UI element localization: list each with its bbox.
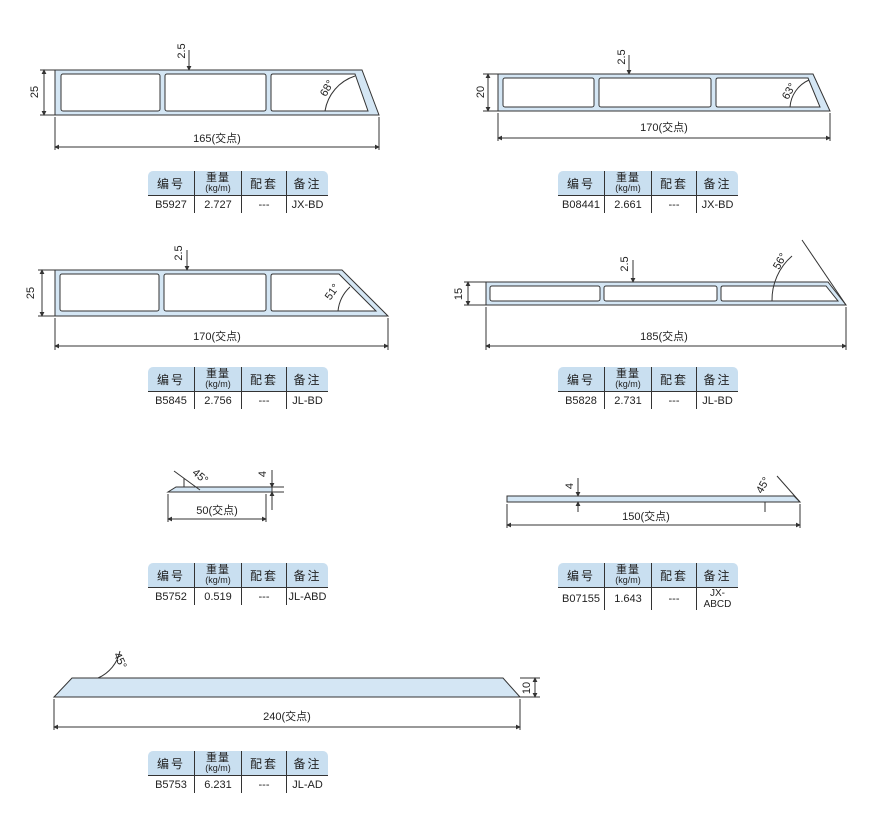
- p2-height-label: 20: [475, 86, 487, 98]
- spec-remark: JL-BD: [696, 391, 738, 409]
- header-code: 编号: [148, 367, 195, 392]
- spec-remark: JX-ABCD: [696, 587, 738, 610]
- header-weight: 重量(kg/m): [604, 171, 652, 196]
- spec-fitting: ---: [651, 391, 697, 409]
- spec-weight: 6.231: [194, 775, 242, 793]
- header-fitting: 配套: [241, 171, 287, 196]
- p7-angle-label: 45°: [111, 651, 129, 671]
- p6-angle-label: 45°: [754, 475, 773, 495]
- p1-wall-label: 2.5: [176, 43, 188, 58]
- header-remark: 备注: [286, 751, 328, 776]
- spec-table-b5753: 编号 重量(kg/m) 配套 备注 B5753 6.231 --- JL-AD: [147, 750, 329, 794]
- header-remark: 备注: [286, 563, 328, 588]
- spec-weight: 2.756: [194, 391, 242, 409]
- spec-remark: JX-BD: [286, 195, 328, 213]
- header-weight: 重量(kg/m): [194, 751, 242, 776]
- spec-remark: JL-ABD: [286, 587, 328, 605]
- header-fitting: 配套: [241, 563, 287, 588]
- header-code: 编号: [148, 563, 195, 588]
- spec-code: B5845: [148, 391, 195, 409]
- header-code: 编号: [148, 171, 195, 196]
- header-weight: 重量(kg/m): [604, 563, 652, 588]
- spec-weight: 2.731: [604, 391, 652, 409]
- spec-code: B07155: [558, 587, 605, 610]
- header-code: 编号: [558, 171, 605, 196]
- header-fitting: 配套: [241, 367, 287, 392]
- spec-remark: JL-AD: [286, 775, 328, 793]
- profile-b5752: [166, 470, 284, 522]
- spec-table-b07155: 编号 重量(kg/m) 配套 备注 B07155 1.643 --- JX-AB…: [557, 562, 739, 611]
- p3-width-label: 170(交点): [193, 329, 241, 343]
- p7-width-label: 240(交点): [263, 709, 311, 723]
- p2-width-label: 170(交点): [640, 120, 688, 134]
- header-remark: 备注: [286, 367, 328, 392]
- header-remark: 备注: [696, 171, 738, 196]
- p6-width-label: 150(交点): [622, 509, 670, 523]
- header-weight: 重量(kg/m): [194, 563, 242, 588]
- spec-fitting: ---: [651, 587, 697, 610]
- spec-table-b5752: 编号 重量(kg/m) 配套 备注 B5752 0.519 --- JL-ABD: [147, 562, 329, 606]
- header-fitting: 配套: [651, 171, 697, 196]
- profile-b07155: [506, 475, 802, 528]
- p6-height-label: 4: [564, 483, 576, 489]
- header-remark: 备注: [696, 367, 738, 392]
- p3-wall-label: 2.5: [173, 245, 185, 260]
- p4-angle-label: 56°: [771, 251, 790, 271]
- header-remark: 备注: [286, 171, 328, 196]
- p4-height-label: 15: [453, 288, 465, 300]
- spec-remark: JX-BD: [696, 195, 738, 213]
- spec-code: B5753: [148, 775, 195, 793]
- header-code: 编号: [558, 563, 605, 588]
- header-weight: 重量(kg/m): [194, 171, 242, 196]
- spec-fitting: ---: [241, 775, 287, 793]
- header-fitting: 配套: [651, 563, 697, 588]
- spec-code: B5828: [558, 391, 605, 409]
- p4-width-label: 185(交点): [640, 329, 688, 343]
- header-code: 编号: [148, 751, 195, 776]
- profile-b5828: [464, 239, 848, 350]
- p7-height-label: 10: [521, 682, 533, 694]
- spec-table-b5927: 编号 重量(kg/m) 配套 备注 B5927 2.727 --- JX-BD: [147, 170, 329, 214]
- profile-b08441: [483, 55, 831, 141]
- header-fitting: 配套: [651, 367, 697, 392]
- spec-code: B5752: [148, 587, 195, 605]
- p5-angle-label: 45°: [190, 467, 210, 487]
- spec-table-b5828: 编号 重量(kg/m) 配套 备注 B5828 2.731 --- JL-BD: [557, 366, 739, 410]
- spec-fitting: ---: [241, 587, 287, 605]
- header-remark: 备注: [696, 563, 738, 588]
- spec-remark: JL-BD: [286, 391, 328, 409]
- p1-width-label: 165(交点): [193, 131, 241, 145]
- spec-code: B08441: [558, 195, 605, 213]
- header-weight: 重量(kg/m): [194, 367, 242, 392]
- spec-weight: 0.519: [194, 587, 242, 605]
- header-fitting: 配套: [241, 751, 287, 776]
- spec-table-b5845: 编号 重量(kg/m) 配套 备注 B5845 2.756 --- JL-BD: [147, 366, 329, 410]
- spec-weight: 1.643: [604, 587, 652, 610]
- p4-wall-label: 2.5: [619, 256, 631, 271]
- p2-wall-label: 2.5: [616, 49, 628, 64]
- spec-fitting: ---: [241, 195, 287, 213]
- p3-height-label: 25: [25, 287, 37, 299]
- header-code: 编号: [558, 367, 605, 392]
- spec-fitting: ---: [651, 195, 697, 213]
- profile-b5927: [40, 50, 380, 150]
- profile-b5753: [52, 650, 540, 730]
- spec-weight: 2.661: [604, 195, 652, 213]
- spec-fitting: ---: [241, 391, 287, 409]
- profile-b5845: [38, 250, 390, 350]
- spec-weight: 2.727: [194, 195, 242, 213]
- p5-height-label: 4: [257, 471, 269, 477]
- header-weight: 重量(kg/m): [604, 367, 652, 392]
- p5-width-label: 50(交点): [196, 503, 238, 517]
- p1-height-label: 25: [29, 86, 41, 98]
- spec-table-b08441: 编号 重量(kg/m) 配套 备注 B08441 2.661 --- JX-BD: [557, 170, 739, 214]
- spec-code: B5927: [148, 195, 195, 213]
